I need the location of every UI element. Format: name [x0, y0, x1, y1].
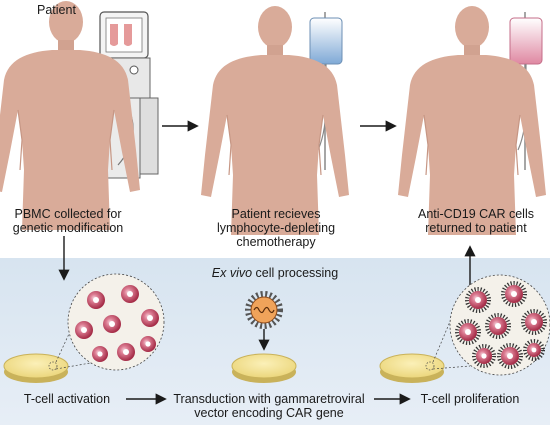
- transduction-caption: Transduction with gammaretroviral vector…: [173, 392, 365, 420]
- step3-caption: Anti-CD19 CAR cells returned to patient: [417, 207, 534, 235]
- patient-figure-2: [200, 5, 350, 236]
- petri-dish-transduction: [231, 353, 297, 383]
- step1-caption: PBMC collected for genetic modification: [12, 207, 124, 235]
- patient-figure-3: [397, 5, 547, 236]
- step2-caption: Patient recieves lymphocyte-depleting ch…: [216, 207, 336, 249]
- gammaretrovirus-icon: [245, 291, 283, 329]
- proliferation-caption: T-cell proliferation: [420, 392, 520, 406]
- zoom-resting-t-cells: [67, 273, 165, 371]
- patient-figure-1: [0, 0, 159, 231]
- zoom-car-t-cells: [449, 274, 550, 376]
- patient-label: Patient: [37, 3, 76, 17]
- activation-caption: T-cell activation: [23, 392, 111, 406]
- ex-vivo-title: Ex vivo cell processing: [211, 266, 339, 280]
- petri-dish-activation: [3, 353, 69, 383]
- petri-dish-proliferation: [379, 353, 445, 383]
